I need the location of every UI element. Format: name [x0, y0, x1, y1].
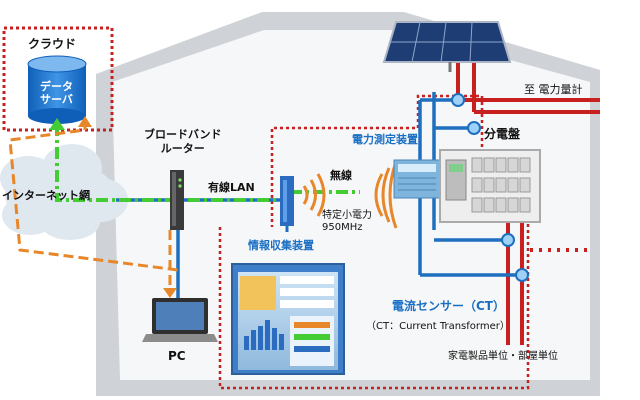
home-system-boundary — [218, 94, 530, 390]
distribution-panel-label: 分電盤 — [484, 127, 521, 141]
solar-panel-icon — [382, 21, 512, 72]
info-collector-label: 情報収集装置 — [248, 239, 314, 252]
internet-arrow-up — [49, 118, 65, 130]
router-label: ブロードバンド ルーター — [144, 128, 222, 155]
orange-arrow-up — [78, 116, 92, 127]
meter-label: 至 電力量計 — [524, 83, 583, 96]
internet-label: インターネット網 — [2, 189, 90, 202]
unit-label: 家電製品単位・部屋単位 — [448, 351, 558, 362]
ct-note-label: （CT：Current Transformer） — [366, 321, 510, 332]
power-measurement-device-icon — [393, 159, 441, 199]
router-icon — [170, 170, 184, 230]
monitoring-screen — [231, 263, 345, 375]
power-lines — [456, 62, 600, 345]
info-collector-icon — [280, 176, 294, 232]
cloud-title: クラウド — [28, 37, 77, 51]
wireless-spec-label: 特定小電力 950MHz — [322, 210, 372, 233]
wireless-label: 無線 — [330, 169, 352, 182]
pc-label: PC — [168, 349, 186, 363]
ct-sensor-label: 電流センサー（CT） — [392, 299, 505, 313]
laptop-icon — [142, 298, 218, 342]
wireless-wave-icon — [302, 161, 398, 229]
wired-lan-label: 有線LAN — [208, 181, 255, 194]
orange-arrow-down — [163, 288, 177, 298]
data-server-label: データ サーバ — [40, 80, 73, 107]
ct-sensor-rings — [451, 93, 529, 282]
distribution-panel-icon — [439, 149, 541, 223]
data-server-icon — [27, 55, 87, 124]
power-measurement-label: 電力測定装置 — [352, 133, 418, 146]
